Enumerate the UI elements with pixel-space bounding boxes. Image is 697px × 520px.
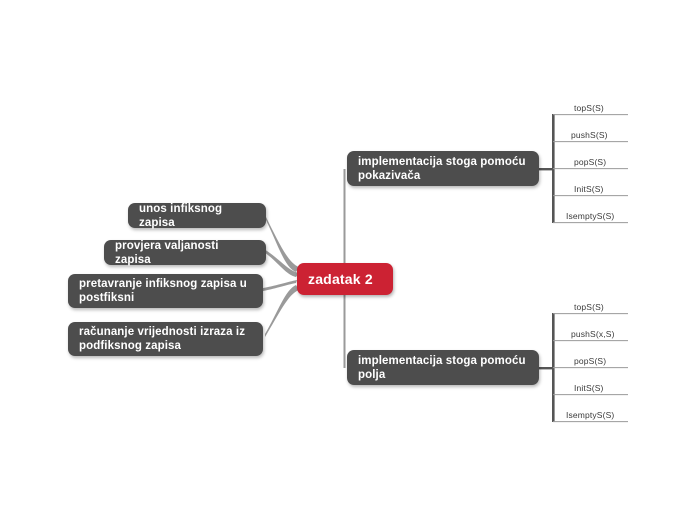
edge-root-to-left-3 [263,280,297,291]
edge-root-to-left-4 [265,285,299,337]
left-branch-label-3: pretavranje infiksnog zapisa u postfiksn… [79,278,247,304]
left-branch-node-1[interactable]: unos infiksnog zapisa [128,202,266,229]
subspine-bottom [552,313,555,422]
root-node-label: zadatak 2 [308,271,373,287]
right-branch-node-pokazivaca[interactable]: implementacija stoga pomoću pokazivača [347,151,539,186]
leaf-label-bottom-1[interactable]: topS(S) [574,302,604,312]
right-branch-node-polja[interactable]: implementacija stoga pomoću polja [347,350,539,385]
left-branch-node-2[interactable]: provjera valjanosti zapisa [104,239,266,266]
leaf-label-bottom-2[interactable]: pushS(x,S) [571,329,615,339]
leaf-label-top-1[interactable]: topS(S) [574,103,604,113]
leaf-label-top-5[interactable]: IsemptyS(S) [566,211,615,221]
left-branch-label-2: provjera valjanosti zapisa [115,239,219,266]
left-branch-node-3[interactable]: pretavranje infiksnog zapisa u postfiksn… [68,274,263,308]
left-branch-node-4[interactable]: računanje vrijednosti izraza iz podfiksn… [68,322,263,356]
leaf-label-bottom-4[interactable]: InitS(S) [574,383,604,393]
leaf-label-top-3[interactable]: popS(S) [574,157,607,167]
subspine-top [552,114,555,223]
edge-top-node-to-spine [539,168,553,171]
edge-bottom-node-to-spine [539,367,553,370]
leaf-label-top-2[interactable]: pushS(S) [571,130,608,140]
root-node-zadatak-2[interactable]: zadatak 2 [297,263,393,295]
left-branch-label-4: računanje vrijednosti izraza iz podfiksn… [79,326,246,352]
leaf-label-top-4[interactable]: InitS(S) [574,184,604,194]
edge-root-to-left-2 [264,249,299,277]
left-branch-label-1: unos infiksnog zapisa [139,202,223,229]
leaf-label-bottom-3[interactable]: popS(S) [574,356,607,366]
leaf-label-bottom-5[interactable]: IsemptyS(S) [566,410,615,420]
right-branch-label-polja: implementacija stoga pomoću polja [358,354,526,381]
right-branch-label-pokazivaca: implementacija stoga pomoću pokazivača [358,155,526,182]
edge-root-to-left-1 [266,217,299,272]
